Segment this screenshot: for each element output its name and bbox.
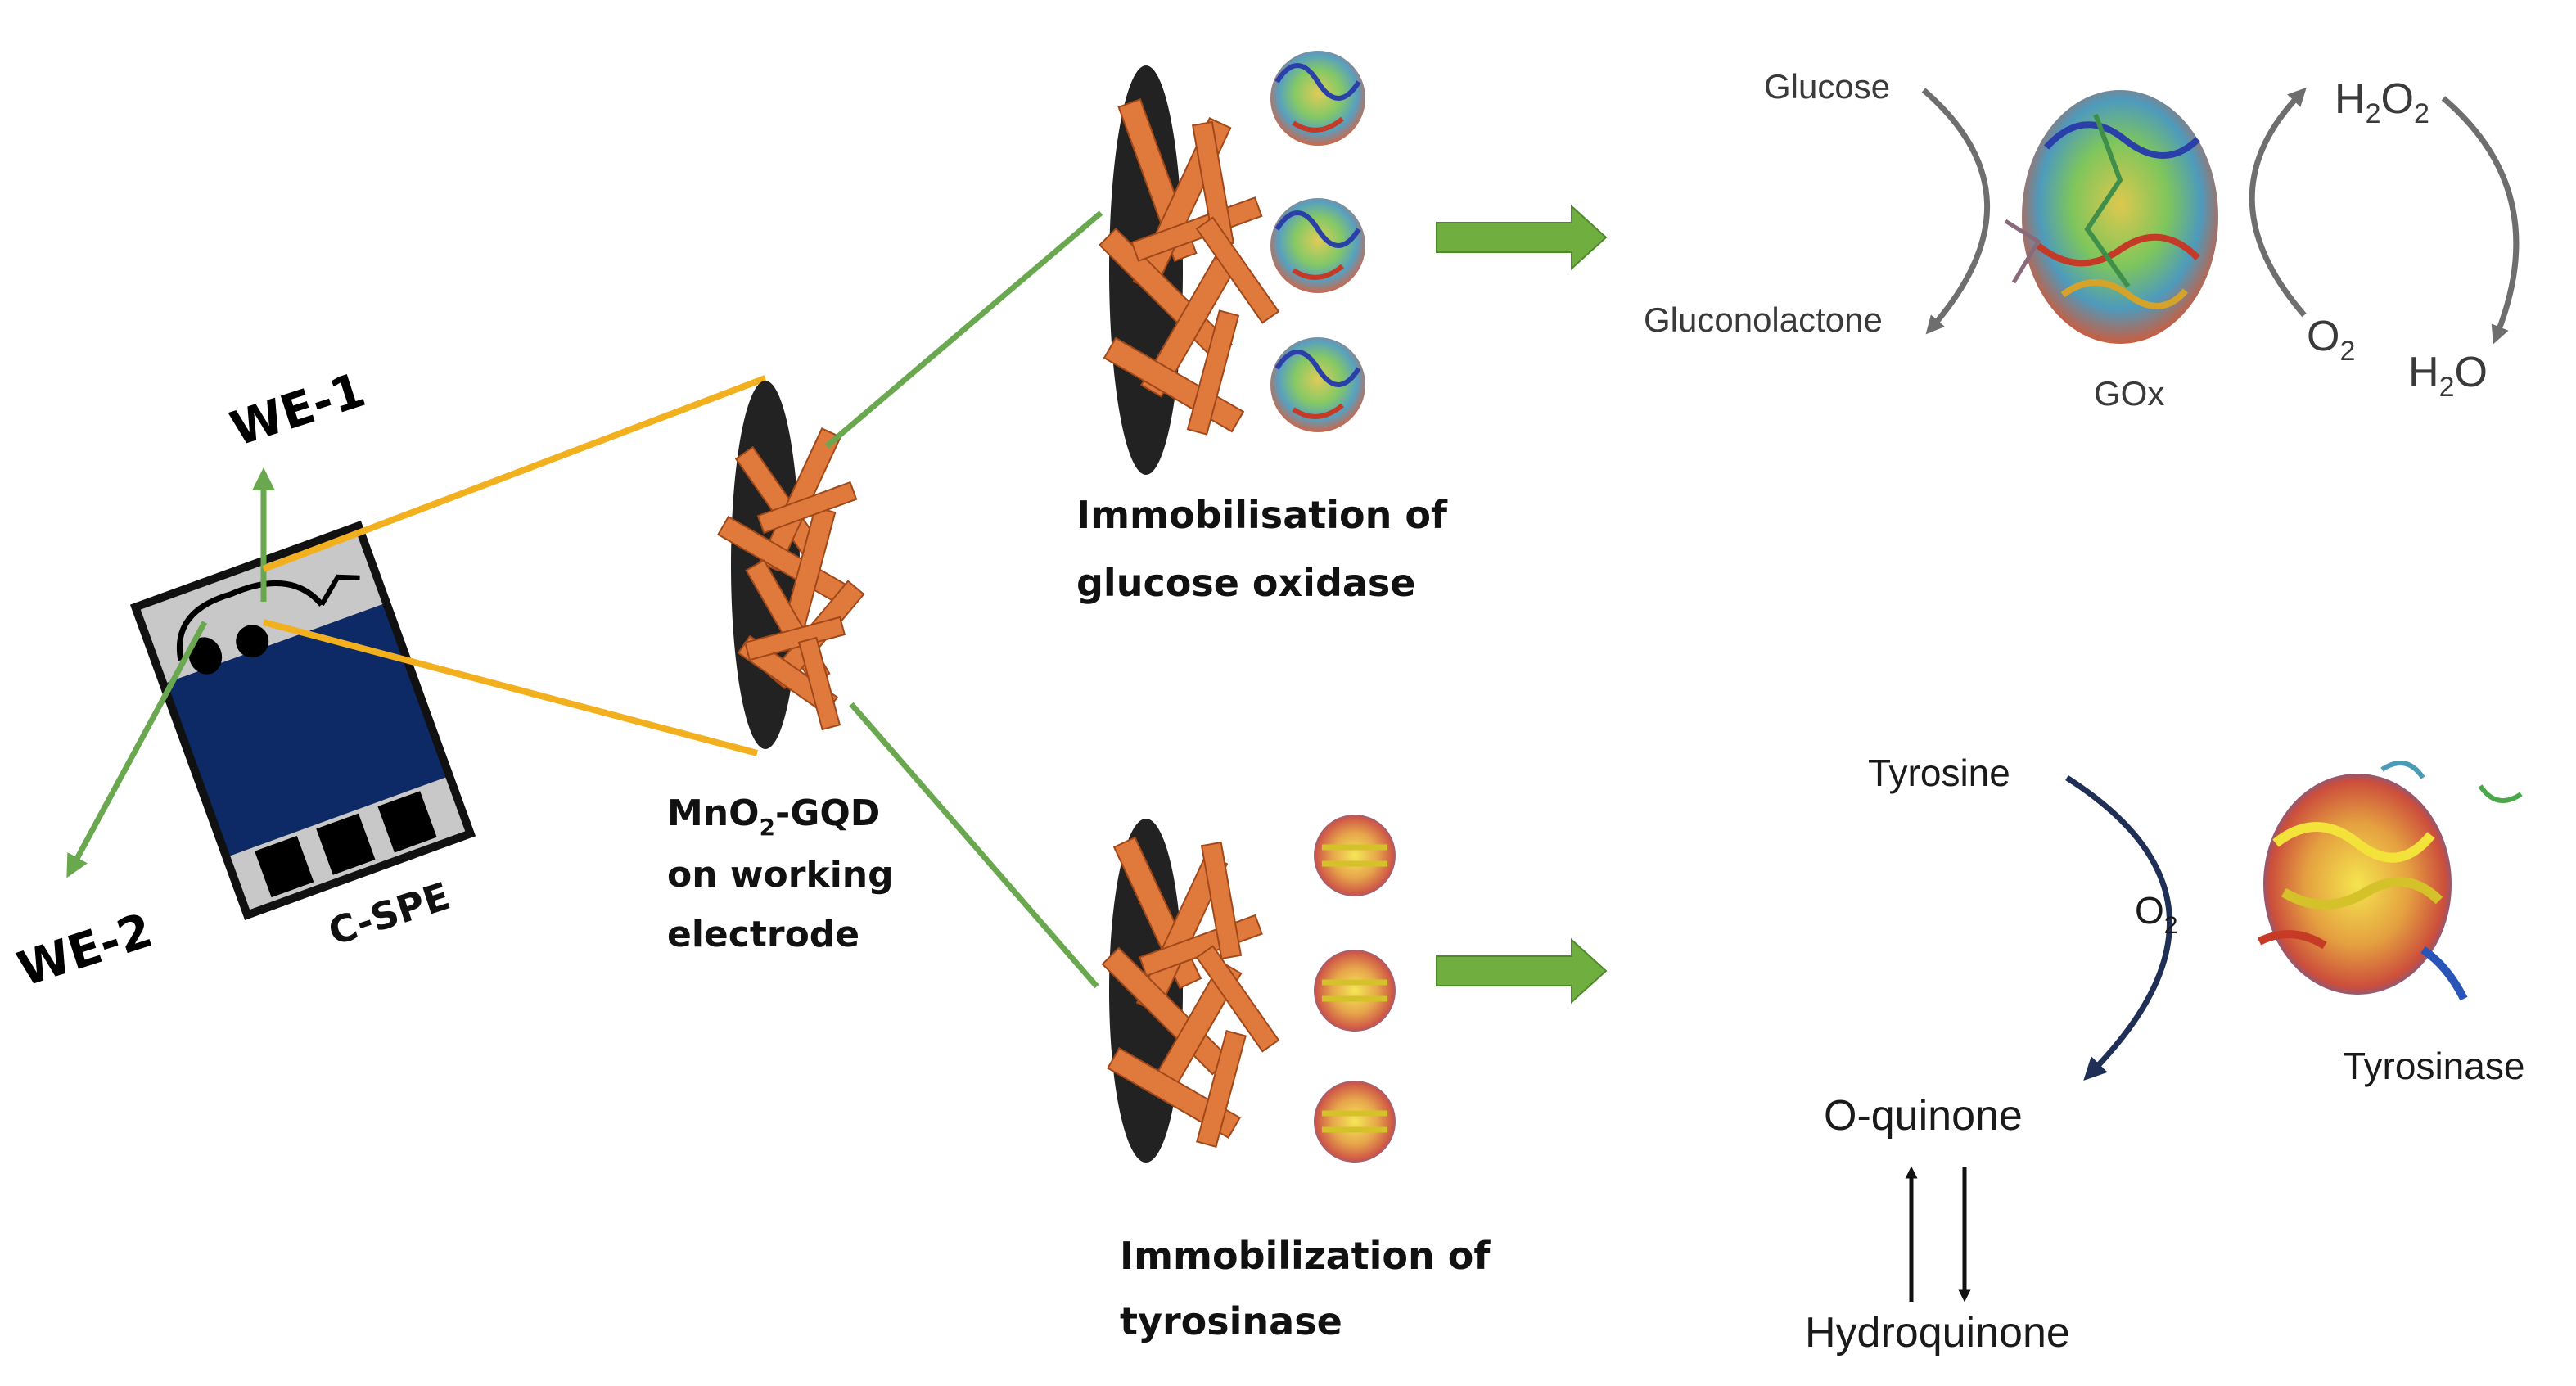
gox-reaction: Glucose Gluconolactone GOx H2O2 O2 H2O xyxy=(1644,67,2520,413)
we1-label: WE-1 xyxy=(223,362,372,458)
o2-to-h2o2-arrow xyxy=(2249,87,2307,318)
protein-ribbon-tyrosinase-large-icon xyxy=(2257,761,2523,1001)
branch-line-tyr xyxy=(849,702,1099,989)
mno2-label: MnO2-GQD xyxy=(667,792,880,841)
gox-nanorods xyxy=(1098,97,1280,436)
we2-label: WE-2 xyxy=(11,902,159,998)
oquinone-label: O-quinone xyxy=(1824,1092,2023,1140)
glucose-conversion-arrow xyxy=(1921,88,1990,335)
gox-flow-arrow xyxy=(1436,204,1608,271)
branch-line-gox xyxy=(824,210,1103,449)
hydroquinone-label: Hydroquinone xyxy=(1805,1309,2070,1357)
tyr-immob-label-line1: Immobilization of xyxy=(1120,1234,1491,1278)
protein-ribbon-gox-large-icon xyxy=(2004,90,2218,344)
zoom-line-bottom xyxy=(262,619,759,756)
reference-electrode-trace xyxy=(319,574,360,607)
tyrosine-to-oquinone-arrow xyxy=(2065,775,2172,1081)
h2o2-label: H2O2 xyxy=(2335,75,2429,129)
zoom-line-top xyxy=(262,375,767,572)
tyr-flow-arrow xyxy=(1436,937,1608,1005)
tyr-reaction: Tyrosine O2 O-quinone Hydroquinone Tyros… xyxy=(1805,752,2524,1357)
we2-arrow xyxy=(66,621,208,878)
working-label-line2: on working xyxy=(667,854,894,896)
tyrosinase-electrode xyxy=(1101,815,1396,1163)
tyr-immob-label-line2: tyrosinase xyxy=(1120,1299,1342,1343)
tyrosinase-enzyme-label: Tyrosinase xyxy=(2343,1045,2524,1087)
electrode-blue-substrate xyxy=(167,604,446,856)
contact-pad-3 xyxy=(377,791,437,853)
counter-electrode-arc xyxy=(176,580,324,661)
gox-immob-label-line2: glucose oxidase xyxy=(1076,561,1416,605)
working-label-line3: electrode xyxy=(667,914,859,955)
h2o2-to-h2o-arrow xyxy=(2441,96,2520,345)
tyrosine-label: Tyrosine xyxy=(1868,752,2010,794)
protein-ribbon-tyr-icon xyxy=(1314,815,1396,1163)
mno2-nanorods xyxy=(717,427,865,731)
tyr-nanorods xyxy=(1101,836,1280,1148)
glucose-label: Glucose xyxy=(1764,67,1890,106)
o2-gox-label: O2 xyxy=(2307,313,2355,367)
contact-pad-1 xyxy=(255,835,314,898)
gox-immob-label-line1: Immobilisation of xyxy=(1076,493,1448,537)
gox-electrode xyxy=(1098,51,1365,475)
protein-ribbon-gox-icon xyxy=(1270,51,1365,432)
o2-tyr-label: O2 xyxy=(2135,889,2177,939)
screen-printed-electrode xyxy=(129,521,476,920)
h2o-label: H2O xyxy=(2408,349,2488,403)
working-electrode-1-dot xyxy=(236,625,269,658)
mno2-gqd-electrode xyxy=(717,381,865,749)
cspe-label: C-SPE xyxy=(323,874,455,954)
working-electrode-2-dot xyxy=(188,637,223,675)
gluconolactone-label: Gluconolactone xyxy=(1644,300,1883,339)
gox-enzyme-label: GOx xyxy=(2094,374,2164,413)
contact-pad-2 xyxy=(316,813,376,875)
